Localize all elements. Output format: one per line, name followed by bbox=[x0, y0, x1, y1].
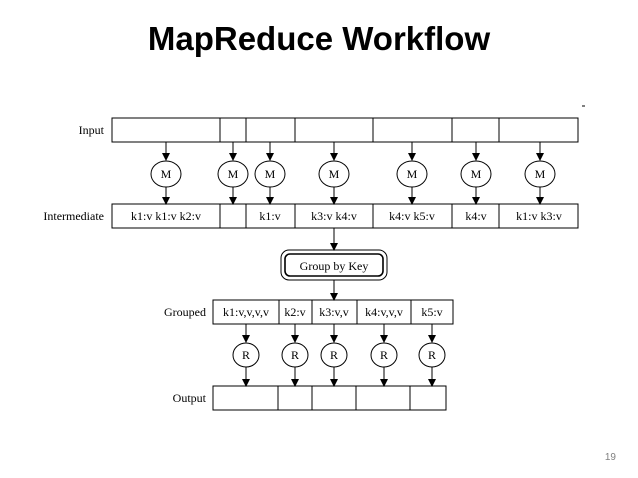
reducer-label: R bbox=[428, 348, 436, 362]
mapper-label: M bbox=[161, 167, 172, 181]
grouped-cell: k4:v,v,v bbox=[365, 305, 403, 319]
mapper-label: M bbox=[228, 167, 239, 181]
output-label: Output bbox=[173, 391, 207, 405]
intermediate-cell: k3:v k4:v bbox=[311, 209, 357, 223]
intermediate-cell: k1:v bbox=[259, 209, 280, 223]
mapper-label: M bbox=[535, 167, 546, 181]
grouped-to-reduce-arrows bbox=[242, 324, 436, 343]
intermediate-cell: k4:v bbox=[465, 209, 486, 223]
page-number: 19 bbox=[604, 452, 616, 463]
reducer-label: R bbox=[330, 348, 338, 362]
grouped-cell: k2:v bbox=[284, 305, 305, 319]
reducer-circles bbox=[232, 342, 446, 368]
mapper-label: M bbox=[265, 167, 276, 181]
intermediate-cell: k4:v k5:v bbox=[389, 209, 435, 223]
reducer-label: R bbox=[242, 348, 250, 362]
grouped-row bbox=[212, 299, 454, 325]
grouped-cell: k1:v,v,v,v bbox=[223, 305, 269, 319]
intermediate-cell: k1:v k1:v k2:v bbox=[131, 209, 201, 223]
input-to-map-arrows bbox=[162, 142, 544, 161]
intermediate-label: Intermediate bbox=[43, 209, 104, 223]
input-label: Input bbox=[79, 123, 105, 137]
output-row bbox=[212, 385, 447, 411]
map-to-intermediate-arrows bbox=[162, 187, 544, 205]
mapper-label: M bbox=[329, 167, 340, 181]
reducer-label: R bbox=[291, 348, 299, 362]
mapper-label: M bbox=[471, 167, 482, 181]
reduce-to-output-arrows bbox=[242, 367, 436, 387]
group-by-key-label: Group by Key bbox=[300, 259, 369, 273]
mapper-label: M bbox=[407, 167, 418, 181]
grouped-cell: k3:v,v bbox=[319, 305, 349, 319]
intermediate-cell: k1:v k3:v bbox=[516, 209, 562, 223]
intermediate-row bbox=[111, 203, 579, 229]
input-row bbox=[111, 117, 579, 143]
mapper-circles bbox=[150, 160, 556, 188]
grouped-cell: k5:v bbox=[421, 305, 442, 319]
grouped-label: Grouped bbox=[164, 305, 206, 319]
slide-title: MapReduce Workflow bbox=[147, 20, 491, 57]
reducer-label: R bbox=[380, 348, 388, 362]
